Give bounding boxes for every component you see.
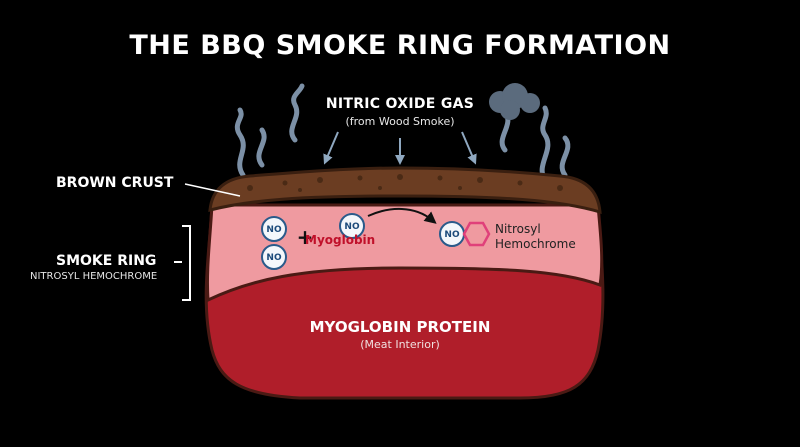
smoke-ring-band	[205, 203, 604, 303]
smoke-wisp	[256, 127, 267, 168]
smoke-wisp	[234, 107, 246, 178]
no-molecule: NO	[261, 216, 287, 242]
smoke-ring-sublabel: NITROSYL HEMOCHROME	[30, 271, 158, 282]
no-molecule-text: NO	[344, 222, 360, 232]
smoke-wisp	[289, 83, 305, 143]
no-molecule: NO	[339, 213, 365, 239]
protein-label: MYOGLOBIN PROTEIN	[309, 318, 491, 336]
smoke-wisp	[559, 135, 571, 178]
plus-sign: +	[297, 225, 314, 249]
gas-arrow	[323, 131, 339, 165]
gas-sublabel: (from Wood Smoke)	[345, 115, 455, 128]
no-molecule: NO	[439, 221, 465, 247]
no-molecule-text: NO	[444, 230, 460, 240]
crust-label: BROWN CRUST	[56, 175, 174, 191]
no-molecule: NO	[261, 244, 287, 270]
no-molecule-text: NO	[266, 225, 282, 235]
reaction-arrow	[367, 207, 437, 224]
smoke-ring-label: SMOKE RING	[56, 253, 157, 269]
nitrosyl-label-line1: Nitrosyl	[495, 222, 541, 236]
smoke-wisp	[539, 105, 551, 183]
crust-pointer	[184, 183, 241, 197]
gas-arrow	[461, 131, 477, 165]
smoke-ring-bracket	[182, 225, 191, 301]
crust-texture	[247, 174, 563, 192]
gas-label: NITRIC OXIDE GAS	[325, 96, 475, 112]
gas-arrows	[323, 131, 477, 165]
page-title: THE BBQ SMOKE RING FORMATION	[129, 30, 671, 61]
hemochrome-hexagon	[462, 221, 491, 247]
myoglobin-label: Myoglobin	[305, 233, 376, 247]
interior-label: (Meat Interior)	[360, 338, 440, 351]
smoke-wisps	[234, 83, 571, 183]
smoke-cloud	[489, 83, 540, 120]
no-molecule-text: NO	[266, 253, 282, 263]
brown-crust	[208, 166, 602, 215]
nitrosyl-label-line2: Hemochrome	[495, 237, 576, 251]
